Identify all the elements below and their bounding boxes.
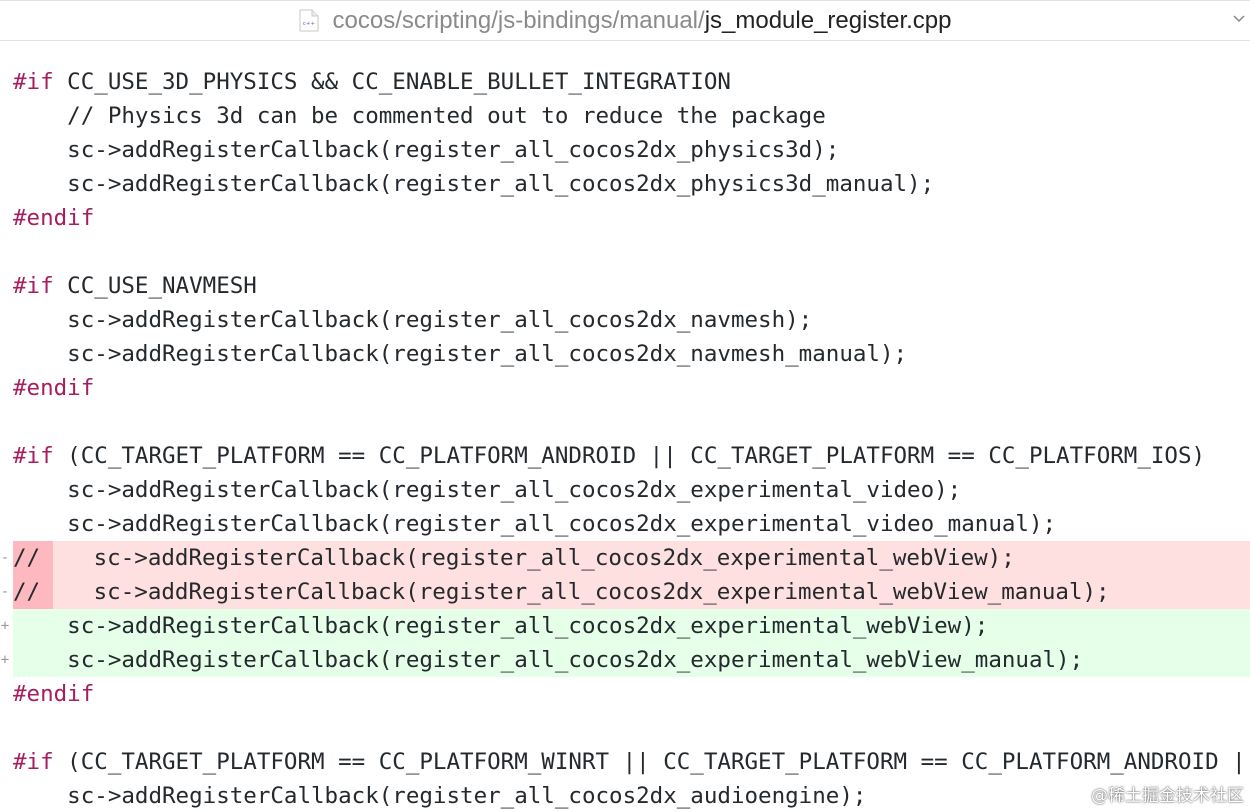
code-line: #if (CC_TARGET_PLATFORM == CC_PLATFORM_W… — [0, 745, 1250, 779]
preprocessor-keyword: #endif — [13, 205, 95, 231]
diff-marker: + — [0, 618, 10, 634]
code-line: sc->addRegisterCallback(register_all_coc… — [0, 167, 1250, 201]
code-text: sc->addRegisterCallback(register_all_coc… — [13, 307, 813, 333]
file-name: js_module_register.cpp — [704, 6, 952, 34]
diff-marker: - — [0, 584, 10, 600]
code-line — [0, 235, 1250, 269]
watermark: @稀土掘金技术社区 — [1091, 786, 1244, 806]
code-text: sc->addRegisterCallback(register_all_coc… — [13, 647, 1084, 673]
code-text: sc->addRegisterCallback(register_all_coc… — [13, 341, 908, 367]
preprocessor-keyword: #endif — [13, 681, 95, 707]
diff-marker: - — [0, 550, 10, 566]
code-text: sc->addRegisterCallback(register_all_coc… — [93, 579, 1110, 605]
code-block: #if CC_USE_3D_PHYSICS && CC_ENABLE_BULLE… — [0, 65, 1250, 812]
code-line: sc->addRegisterCallback(register_all_coc… — [0, 507, 1250, 541]
preprocessor-keyword: #if — [13, 443, 54, 469]
code-line: sc->addRegisterCallback(register_all_coc… — [0, 779, 1250, 812]
code-line: // Physics 3d can be commented out to re… — [0, 99, 1250, 133]
code-line — [0, 711, 1250, 745]
preprocessor-keyword: #if — [13, 273, 54, 299]
file-header: c++ cocos/scripting/js-bindings/manual/j… — [0, 0, 1250, 41]
added-code-line: + sc->addRegisterCallback(register_all_c… — [0, 643, 1250, 677]
file-directory: cocos/scripting/js-bindings/manual/ — [332, 6, 705, 34]
code-line: #if CC_USE_NAVMESH — [0, 269, 1250, 303]
preprocessor-keyword: #if — [13, 69, 54, 95]
code-text: // Physics 3d can be commented out to re… — [13, 103, 826, 129]
code-line — [0, 405, 1250, 439]
preprocessor-keyword: #endif — [13, 375, 95, 401]
cpp-file-icon: c++ — [299, 9, 318, 32]
code-text: (CC_TARGET_PLATFORM == CC_PLATFORM_WINRT… — [53, 749, 1250, 775]
code-text: sc->addRegisterCallback(register_all_coc… — [13, 171, 935, 197]
removed-code-line: -// sc->addRegisterCallback(register_all… — [0, 541, 1250, 575]
code-line: #if CC_USE_3D_PHYSICS && CC_ENABLE_BULLE… — [0, 65, 1250, 99]
code-text: (CC_TARGET_PLATFORM == CC_PLATFORM_ANDRO… — [53, 443, 1206, 469]
removed-comment-prefix: // — [13, 541, 53, 575]
code-text: sc->addRegisterCallback(register_all_coc… — [13, 613, 989, 639]
code-line: #if (CC_TARGET_PLATFORM == CC_PLATFORM_A… — [0, 439, 1250, 473]
code-text: sc->addRegisterCallback(register_all_coc… — [93, 545, 1015, 571]
code-text: CC_USE_NAVMESH — [53, 273, 257, 299]
code-line: sc->addRegisterCallback(register_all_coc… — [0, 133, 1250, 167]
added-code-line: + sc->addRegisterCallback(register_all_c… — [0, 609, 1250, 643]
code-line: #endif — [0, 201, 1250, 235]
removed-code-line: -// sc->addRegisterCallback(register_all… — [0, 575, 1250, 609]
diff-marker: + — [0, 652, 10, 668]
code-text: sc->addRegisterCallback(register_all_coc… — [13, 783, 867, 809]
removed-comment-prefix: // — [13, 575, 53, 609]
file-icon-label: c++ — [302, 21, 315, 27]
code-line: sc->addRegisterCallback(register_all_coc… — [0, 303, 1250, 337]
code-text: sc->addRegisterCallback(register_all_coc… — [13, 511, 1057, 537]
expand-icon[interactable] — [1232, 11, 1246, 25]
code-text: sc->addRegisterCallback(register_all_coc… — [13, 477, 962, 503]
code-text: CC_USE_3D_PHYSICS && CC_ENABLE_BULLET_IN… — [53, 69, 731, 95]
code-line: #endif — [0, 677, 1250, 711]
code-line: sc->addRegisterCallback(register_all_coc… — [0, 337, 1250, 371]
code-line: #endif — [0, 371, 1250, 405]
code-line: sc->addRegisterCallback(register_all_coc… — [0, 473, 1250, 507]
code-text: sc->addRegisterCallback(register_all_coc… — [13, 137, 840, 163]
file-path[interactable]: c++ cocos/scripting/js-bindings/manual/j… — [299, 7, 952, 35]
preprocessor-keyword: #if — [13, 749, 54, 775]
